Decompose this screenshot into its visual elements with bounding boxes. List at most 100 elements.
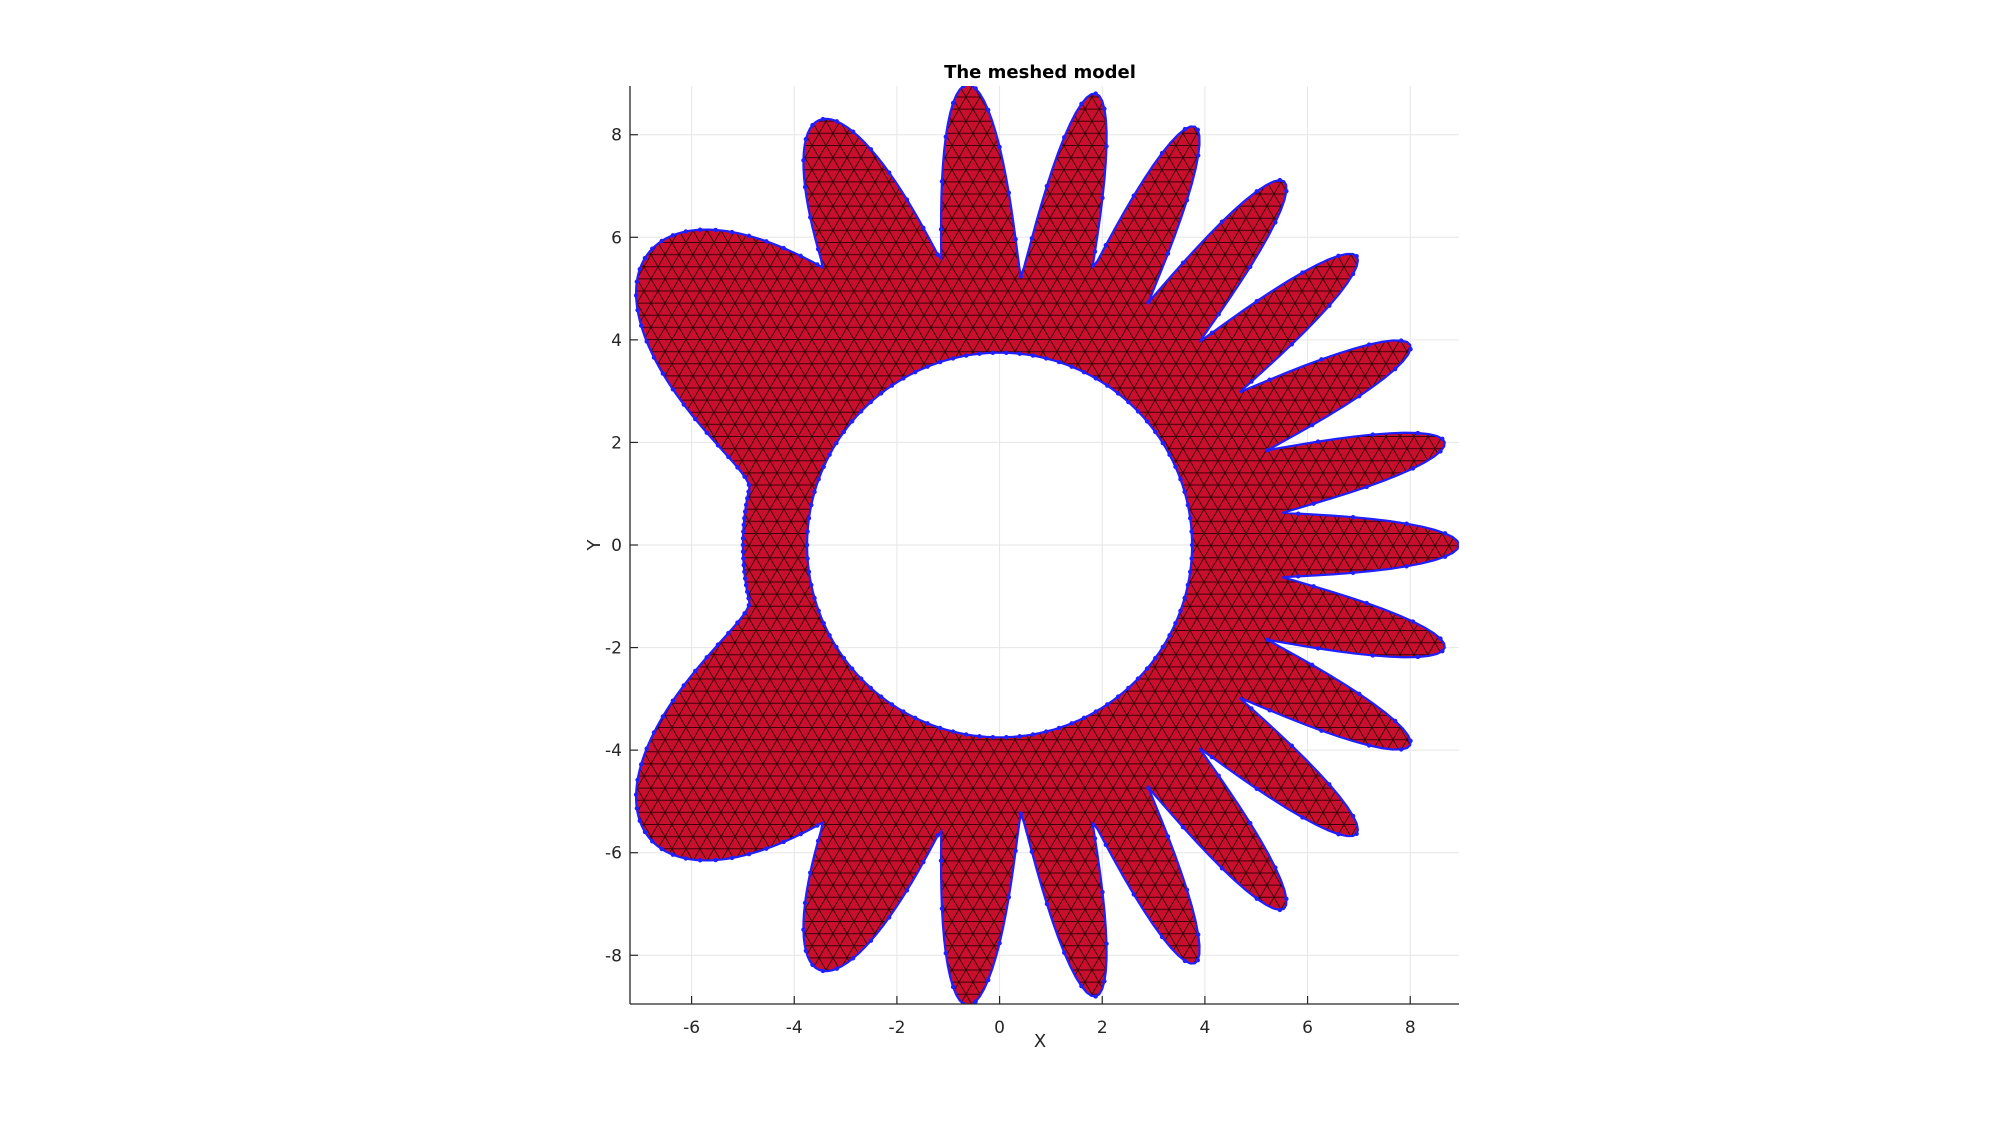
boundary-node <box>815 262 820 267</box>
boundary-node <box>950 100 956 106</box>
boundary-node <box>1319 728 1324 733</box>
boundary-node <box>1103 842 1109 847</box>
boundary-node <box>1062 950 1067 955</box>
boundary-node <box>950 729 956 734</box>
boundary-node <box>746 596 751 601</box>
boundary-node <box>1195 957 1200 963</box>
boundary-node <box>1265 447 1270 453</box>
boundary-node <box>697 858 703 863</box>
x-tick-label: 0 <box>994 1018 1005 1038</box>
boundary-node <box>1289 743 1294 748</box>
boundary-node <box>1018 274 1023 279</box>
boundary-node <box>1196 932 1201 937</box>
boundary-node <box>1185 502 1191 508</box>
boundary-node <box>1180 825 1186 830</box>
boundary-node <box>1178 477 1183 482</box>
boundary-node <box>735 465 740 470</box>
boundary-node <box>937 725 943 731</box>
boundary-node <box>1354 253 1359 259</box>
boundary-node <box>1392 366 1398 372</box>
boundary-node <box>808 215 813 220</box>
boundary-node <box>950 356 956 361</box>
boundary-node <box>801 158 806 163</box>
boundary-node <box>868 685 873 691</box>
boundary-node <box>1146 785 1151 791</box>
boundary-node <box>810 962 815 968</box>
boundary-node <box>1104 144 1109 149</box>
boundary-node <box>764 846 769 851</box>
boundary-node <box>1254 786 1259 792</box>
boundary-node <box>633 293 639 298</box>
boundary-node <box>1392 718 1398 724</box>
x-tick-label: -6 <box>683 1018 700 1038</box>
boundary-node <box>849 666 855 671</box>
boundary-node <box>1370 653 1376 658</box>
boundary-node <box>726 630 731 636</box>
boundary-node <box>1289 342 1294 347</box>
boundary-node <box>1357 393 1362 399</box>
boundary-node <box>1159 934 1165 940</box>
boundary-node <box>921 859 926 865</box>
boundary-node <box>1248 820 1253 826</box>
y-tick-label: 0 <box>611 536 622 556</box>
boundary-node <box>1153 429 1158 435</box>
boundary-node <box>1126 685 1131 691</box>
boundary-node <box>816 477 821 482</box>
boundary-node <box>973 86 978 91</box>
boundary-node <box>1404 564 1409 569</box>
y-tick-label: 6 <box>611 228 622 248</box>
boundary-node <box>805 529 810 534</box>
boundary-node <box>726 454 731 460</box>
boundary-node <box>644 746 649 751</box>
boundary-node <box>741 562 746 568</box>
boundary-node <box>997 940 1002 946</box>
boundary-node <box>637 818 642 824</box>
boundary-node <box>1350 515 1356 520</box>
boundary-node <box>746 602 752 608</box>
boundary-node <box>633 792 639 797</box>
boundary-node <box>937 359 943 365</box>
boundary-node <box>1100 195 1105 201</box>
boundary-node <box>1100 889 1105 895</box>
boundary-node <box>1311 584 1316 589</box>
boundary-node <box>742 611 747 616</box>
boundary-node <box>1336 253 1341 259</box>
chart-title: The meshed model <box>944 62 1136 83</box>
boundary-node <box>670 233 676 238</box>
boundary-node <box>1311 501 1316 506</box>
boundary-node <box>834 119 839 124</box>
boundary-node <box>806 569 812 574</box>
boundary-node <box>1182 595 1187 601</box>
x-tick-label: 2 <box>1097 1018 1108 1038</box>
boundary-node <box>858 409 864 414</box>
y-axis-label: Y <box>584 539 605 552</box>
x-tick-label: 8 <box>1405 1018 1416 1038</box>
boundary-node <box>820 968 826 974</box>
boundary-node <box>1104 941 1109 946</box>
boundary-node <box>693 668 698 674</box>
boundary-node <box>1160 644 1166 650</box>
boundary-node <box>858 676 864 681</box>
boundary-node <box>693 416 698 422</box>
boundary-node <box>670 698 676 703</box>
boundary-node <box>935 833 941 838</box>
boundary-node <box>1398 747 1404 752</box>
boundary-node <box>1069 364 1074 369</box>
boundary-node <box>943 951 948 956</box>
x-tick-label: 6 <box>1302 1018 1313 1038</box>
boundary-node <box>1018 811 1023 816</box>
boundary-node <box>1357 691 1362 697</box>
boundary-node <box>802 900 808 906</box>
boundary-node <box>812 595 817 601</box>
boundary-node <box>670 852 676 857</box>
boundary-node <box>1180 260 1186 265</box>
boundary-node <box>635 307 640 313</box>
boundary-node <box>1267 708 1272 713</box>
boundary-node <box>642 829 648 835</box>
boundary-node <box>1135 409 1141 414</box>
boundary-node <box>1415 654 1421 660</box>
boundary-node <box>704 430 709 435</box>
boundary-node <box>651 355 657 360</box>
boundary-node <box>1079 983 1084 989</box>
boundary-node <box>1350 570 1356 575</box>
